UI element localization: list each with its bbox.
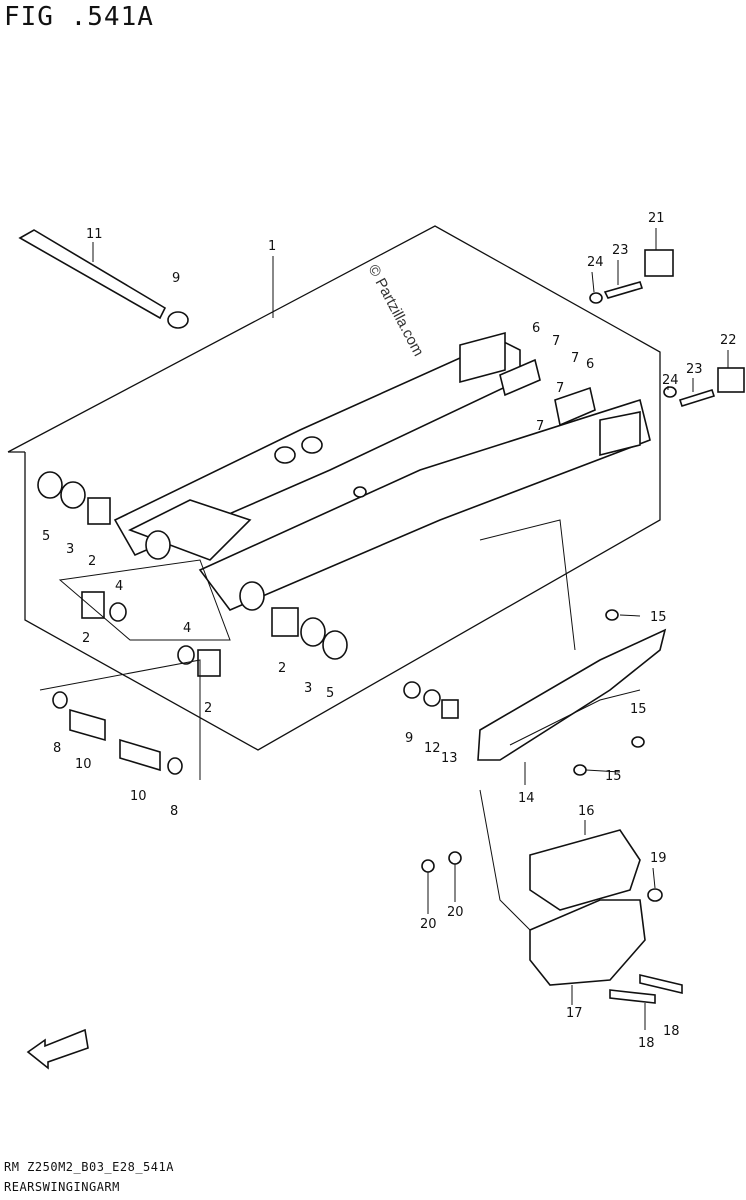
callout: 8 [170, 804, 178, 819]
callout: 1 [268, 239, 276, 254]
callout: 9 [172, 271, 180, 286]
callout: 23 [612, 243, 629, 258]
callout: 14 [518, 791, 535, 806]
callout: 22 [720, 333, 737, 348]
callout: 7 [556, 381, 564, 396]
callout: 8 [53, 741, 61, 756]
callout: 18 [638, 1036, 655, 1051]
callout: 6 [532, 321, 540, 336]
callout: 2 [82, 631, 90, 646]
callout: 18 [663, 1024, 680, 1039]
callout: 15 [630, 702, 647, 717]
callout: 5 [326, 686, 334, 701]
callout: 4 [183, 621, 191, 636]
callout: 2 [278, 661, 286, 676]
callout: 20 [447, 905, 464, 920]
footer-diagram-name: REARSWINGINGARM [4, 1180, 120, 1194]
callout: 2 [204, 701, 212, 716]
callout: 23 [686, 362, 703, 377]
callout: 2 [88, 554, 96, 569]
callout: 11 [86, 227, 103, 242]
callout: 24 [662, 373, 679, 388]
callout: 16 [578, 804, 595, 819]
callout: 10 [130, 789, 147, 804]
callout: 21 [648, 211, 665, 226]
callout: 15 [605, 769, 622, 784]
callout: 7 [552, 334, 560, 349]
callout: 19 [650, 851, 667, 866]
callout: 12 [424, 741, 441, 756]
fwd-arrow-label: FWD [46, 1035, 80, 1060]
callout: 7 [571, 351, 579, 366]
callout: 17 [566, 1006, 583, 1021]
callout: 3 [304, 681, 312, 696]
footer-diagram-code: RM Z250M2_B03_E28_541A [4, 1160, 174, 1174]
callout: 20 [420, 917, 437, 932]
callout: 7 [536, 419, 544, 434]
watermark: © Partzilla.com [364, 262, 426, 359]
callout: 10 [75, 757, 92, 772]
callout: 4 [115, 579, 123, 594]
callout: 6 [586, 357, 594, 372]
callout: 9 [405, 731, 413, 746]
figure-title: FIG .541A [4, 2, 154, 32]
callout: 15 [650, 610, 667, 625]
callout: 3 [66, 542, 74, 557]
callout: 24 [587, 255, 604, 270]
callout: 13 [441, 751, 458, 766]
callout: 5 [42, 529, 50, 544]
